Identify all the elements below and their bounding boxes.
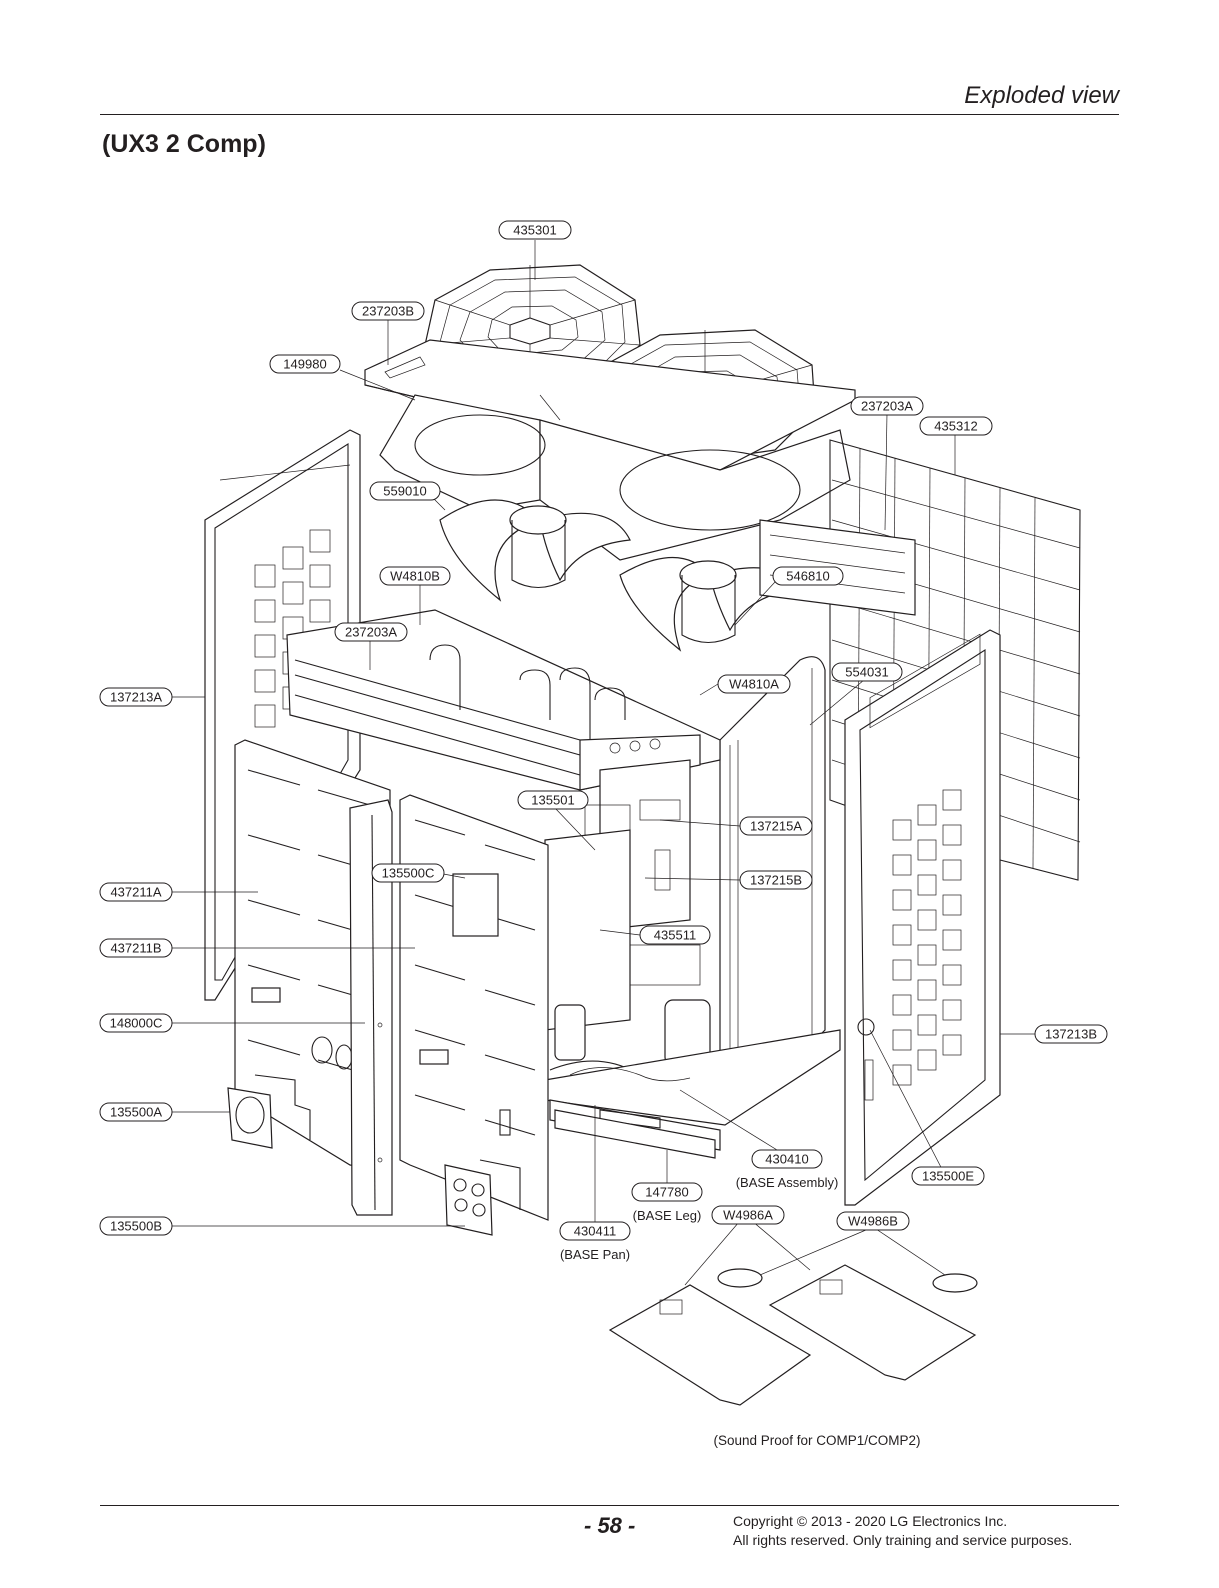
footer-rule	[100, 1505, 1119, 1506]
callout-135500E: 135500E	[911, 1166, 985, 1186]
callout-135500C: 135500C	[371, 863, 445, 883]
callout-437211A: 437211A	[99, 882, 173, 902]
svg-text:135500A: 135500A	[110, 1105, 162, 1120]
page-heading: (UX3 2 Comp)	[102, 130, 266, 158]
callout-437211B: 437211B	[99, 938, 173, 958]
svg-text:546810: 546810	[786, 569, 829, 584]
right-side-panel	[844, 629, 1001, 1206]
svg-text:430410: 430410	[765, 1152, 808, 1167]
callout-135500A: 135500A	[99, 1102, 173, 1122]
callout-W4810A: W4810A	[717, 674, 791, 694]
callout-137215B: 137215B	[739, 870, 813, 890]
svg-text:237203A: 237203A	[861, 399, 913, 414]
callout-W4986A: W4986A	[711, 1205, 785, 1225]
callout-237203A-top: 237203A	[850, 396, 924, 416]
svg-text:W4986B: W4986B	[848, 1214, 898, 1229]
callout-148000C: 148000C	[99, 1013, 173, 1033]
callout-559010: 559010	[369, 481, 441, 501]
svg-text:137215A: 137215A	[750, 819, 802, 834]
callout-435301: 435301	[498, 220, 572, 240]
svg-text:149980: 149980	[283, 357, 326, 372]
front-pillar	[349, 799, 393, 1216]
svg-text:435511: 435511	[654, 928, 696, 943]
sound-proof-disk-b	[932, 1273, 978, 1293]
sound-proof-disk-a	[717, 1268, 763, 1288]
callout-135500B: 135500B	[99, 1216, 173, 1236]
svg-text:430411: 430411	[574, 1224, 616, 1239]
fan-blade-left	[439, 499, 631, 602]
svg-text:(BASE Assembly): (BASE Assembly)	[736, 1175, 839, 1190]
copyright: Copyright © 2013 - 2020 LG Electronics I…	[733, 1512, 1072, 1550]
svg-text:554031: 554031	[845, 665, 888, 680]
copyright-line-1: Copyright © 2013 - 2020 LG Electronics I…	[733, 1513, 1008, 1529]
svg-text:135500B: 135500B	[110, 1219, 162, 1234]
copyright-line-2: All rights reserved. Only training and s…	[733, 1532, 1073, 1548]
callout-149980: 149980	[269, 354, 341, 374]
callout-435312: 435312	[919, 416, 993, 436]
svg-text:W4810A: W4810A	[729, 677, 779, 692]
svg-text:435312: 435312	[934, 419, 977, 434]
section-title: Exploded view	[964, 82, 1119, 109]
svg-text:148000C: 148000C	[110, 1016, 163, 1031]
front-panel-right	[399, 794, 549, 1221]
callout-W4810B: W4810B	[379, 566, 451, 586]
svg-text:135501: 135501	[531, 793, 574, 808]
svg-text:437211A: 437211A	[110, 885, 161, 900]
sound-proof-note: (Sound Proof for COMP1/COMP2)	[713, 1433, 920, 1448]
svg-text:137213A: 137213A	[110, 690, 162, 705]
callout-546810: 546810	[772, 566, 844, 586]
callout-137213B: 137213B	[1034, 1024, 1108, 1044]
callout-135501: 135501	[517, 790, 589, 810]
callout-554031: 554031	[831, 662, 903, 682]
svg-text:W4986A: W4986A	[723, 1208, 773, 1223]
control-box	[544, 759, 701, 1031]
header-rule	[100, 114, 1119, 115]
callout-137213A: 137213A	[99, 687, 173, 707]
callout-237203B: 237203B	[351, 301, 425, 321]
svg-text:135500E: 135500E	[922, 1169, 974, 1184]
svg-text:W4810B: W4810B	[390, 569, 440, 584]
callout-237203A-mid: 237203A	[334, 622, 408, 642]
leader-lines	[168, 240, 1035, 1286]
refrigerant-piping	[429, 644, 626, 740]
svg-text:437211B: 437211B	[110, 941, 161, 956]
svg-text:237203A: 237203A	[345, 625, 397, 640]
service-cover-a	[227, 1087, 273, 1149]
sound-proof-left	[608, 1284, 812, 1406]
svg-text:137215B: 137215B	[750, 873, 802, 888]
svg-text:147780: 147780	[645, 1185, 688, 1200]
svg-text:559010: 559010	[383, 484, 426, 499]
service-cover-b	[444, 1159, 521, 1236]
callout-W4986B: W4986B	[836, 1211, 910, 1231]
svg-text:(BASE Pan): (BASE Pan)	[560, 1247, 630, 1262]
compressors	[549, 999, 721, 1089]
callout-430411: 430411 (BASE Pan)	[559, 1221, 631, 1262]
callout-137215A: 137215A	[739, 816, 813, 836]
callout-430410: 430410 (BASE Assembly)	[736, 1149, 839, 1190]
callout-147780: 147780 (BASE Leg)	[631, 1182, 703, 1223]
svg-text:135500C: 135500C	[382, 866, 435, 881]
page-number: - 58 -	[584, 1513, 636, 1538]
svg-text:(BASE Leg): (BASE Leg)	[633, 1208, 702, 1223]
svg-text:237203B: 237203B	[362, 304, 414, 319]
sound-proof-right	[768, 1264, 977, 1381]
callout-435511: 435511	[639, 925, 711, 945]
svg-text:137213B: 137213B	[1045, 1027, 1097, 1042]
svg-text:435301: 435301	[513, 223, 556, 238]
